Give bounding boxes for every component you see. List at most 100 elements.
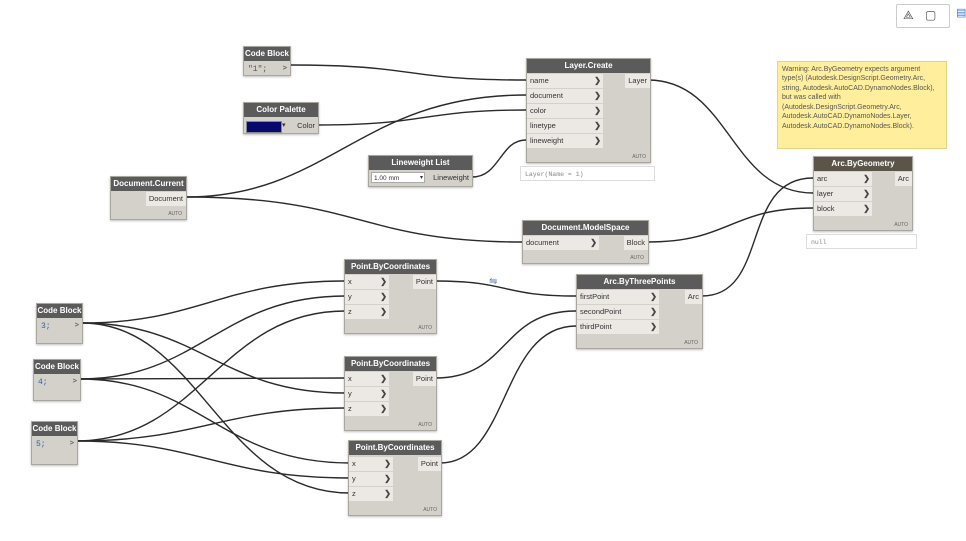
lineweight-list-node[interactable]: Lineweight List 1.00 mm ▾ Lineweight (368, 155, 473, 187)
wire-lineweight-lineweight (471, 139, 527, 178)
chevron-right-icon: ❯ (590, 238, 597, 247)
input-port-lineweight[interactable]: lineweight❯ (527, 134, 603, 148)
node-title: Code Block (37, 304, 82, 318)
input-port-linetype[interactable]: linetype❯ (527, 119, 603, 133)
cube-icon[interactable]: ▢ (925, 8, 937, 22)
layer-create-node[interactable]: Layer.Create name❯ document ❯ color❯ line… (526, 58, 651, 163)
output-port[interactable]: Point (412, 372, 436, 386)
code-value[interactable]: "1"; (248, 65, 268, 74)
wire-cb4-pt1y (79, 295, 346, 380)
output-port[interactable]: > (74, 320, 79, 329)
output-port[interactable]: Point (412, 275, 436, 289)
port-label: document (526, 238, 559, 247)
code-block-node[interactable]: Code Block 3; > (36, 303, 83, 344)
chevron-right-icon: ❯ (594, 106, 601, 115)
input-port-y[interactable]: y❯ (345, 290, 389, 304)
node-title: Color Palette (244, 103, 318, 117)
input-port-firstpoint[interactable]: firstPoint❯ (577, 290, 659, 304)
input-port-document[interactable]: document ❯ (527, 89, 603, 103)
output-port[interactable]: Layer (625, 74, 650, 88)
lineweight-dropdown[interactable]: 1.00 mm ▾ (371, 172, 425, 183)
node-title: Point.ByCoordinates (345, 260, 436, 274)
wire-pt3-third (439, 325, 577, 464)
node-title: Document.ModelSpace (523, 221, 648, 235)
output-port[interactable]: Color (297, 121, 315, 130)
port-label: y (348, 292, 352, 301)
output-port[interactable]: Arc (684, 290, 702, 304)
dropdown-value: 1.00 mm (374, 175, 400, 182)
wire-color-color (316, 109, 527, 126)
auto-label: AUTO (423, 507, 437, 513)
node-title: Layer.Create (527, 59, 650, 73)
code-value[interactable]: 3; (41, 322, 51, 331)
input-port-block[interactable]: block ❯ (814, 202, 872, 216)
input-port-document[interactable]: document ❯ (523, 236, 599, 250)
chevron-right-icon: ❯ (384, 459, 391, 468)
point-by-coordinates-node[interactable]: Point.ByCoordinates x❯ y❯ z❯ Point AUTO (344, 259, 437, 334)
port-label: z (352, 489, 356, 498)
wire-arc3-arc (701, 177, 814, 297)
output-port[interactable]: Arc (894, 172, 912, 186)
point-by-coordinates-node[interactable]: Point.ByCoordinates x❯ y❯ z❯ Point AUTO (348, 440, 442, 516)
chevron-right-icon: ❯ (380, 307, 387, 316)
color-palette-node[interactable]: Color Palette ▾ Color (243, 102, 319, 134)
output-port[interactable]: > (72, 376, 77, 385)
chevron-right-icon: ❯ (650, 307, 657, 316)
input-port-y[interactable]: y❯ (345, 387, 389, 401)
output-port[interactable]: > (69, 438, 74, 447)
input-port-x[interactable]: x❯ (345, 275, 389, 289)
input-port-y[interactable]: y❯ (349, 472, 393, 486)
output-port[interactable]: Lineweight (433, 173, 469, 182)
output-port[interactable]: Block (623, 236, 648, 250)
wire-block-block (647, 207, 814, 243)
code-block-node[interactable]: Code Block 5; > (31, 421, 78, 465)
port-label: block (817, 204, 835, 213)
port-label: document (530, 91, 563, 100)
input-port-z[interactable]: z❯ (345, 305, 389, 319)
chevron-down-icon[interactable]: ▾ (282, 122, 286, 129)
wire-cb3-pt3z (81, 322, 351, 494)
node-title: Point.ByCoordinates (345, 357, 436, 371)
input-port-z[interactable]: z❯ (345, 402, 389, 416)
auto-label: AUTO (168, 211, 182, 217)
port-label: x (348, 277, 352, 286)
wire-pt2-second (434, 310, 577, 379)
document-current-node[interactable]: Document.Current Document AUTO (110, 176, 187, 220)
input-port-layer[interactable]: layer❯ (814, 187, 872, 201)
wire-doc-document (185, 94, 527, 198)
input-port-x[interactable]: x❯ (349, 457, 393, 471)
auto-label: AUTO (684, 340, 698, 346)
port-label: secondPoint (580, 307, 622, 316)
port-label: y (348, 389, 352, 398)
warning-tooltip: Warning: Arc.ByGeometry expects argument… (777, 61, 947, 149)
node-title: Arc.ByGeometry (814, 157, 912, 171)
auto-label: AUTO (632, 154, 646, 160)
input-port-name[interactable]: name❯ (527, 74, 603, 88)
view-toolbar: ⟁ ▢ (896, 4, 950, 28)
point-by-coordinates-node[interactable]: Point.ByCoordinates x❯ y❯ z❯ Point AUTO (344, 356, 437, 431)
code-value[interactable]: 4; (38, 378, 48, 387)
node-title: Lineweight List (369, 156, 472, 170)
shapes-icon[interactable]: ⟁ (903, 8, 914, 22)
arc-by-three-points-node[interactable]: Arc.ByThreePoints firstPoint❯ secondPoin… (576, 274, 703, 349)
layout-icon[interactable]: ▤ (956, 7, 966, 19)
code-block-node[interactable]: Code Block "1"; > (243, 46, 291, 76)
document-modelspace-node[interactable]: Document.ModelSpace document❯ Block AUTO (522, 220, 649, 264)
code-block-node[interactable]: Code Block 4; > (33, 359, 81, 401)
output-port[interactable]: > (282, 63, 287, 72)
input-port-thirdpoint[interactable]: thirdPoint❯ (577, 320, 659, 334)
color-swatch[interactable] (246, 121, 282, 133)
code-value[interactable]: 5; (36, 440, 46, 449)
input-port-z[interactable]: z❯ (349, 487, 393, 501)
chevron-right-icon: ❯ (863, 204, 870, 213)
chevron-right-icon: ❯ (594, 91, 601, 100)
input-port-x[interactable]: x❯ (345, 372, 389, 386)
output-port[interactable]: Document (145, 192, 186, 206)
arc-by-geometry-node[interactable]: Arc.ByGeometry arc❯ layer❯ block❯ Arc AU… (813, 156, 913, 231)
input-port-color[interactable]: color❯ (527, 104, 603, 118)
port-label: z (348, 307, 352, 316)
chevron-right-icon: ❯ (863, 189, 870, 198)
input-port-secondpoint[interactable]: secondPoint ❯ (577, 305, 659, 319)
output-port[interactable]: Point (417, 457, 441, 471)
input-port-arc[interactable]: arc❯ (814, 172, 872, 186)
